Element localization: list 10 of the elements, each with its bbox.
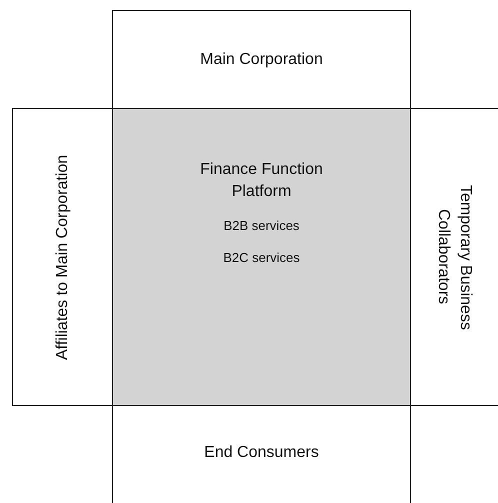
heading-text: Finance Function Platform: [199, 160, 324, 202]
service-text: B2C services: [223, 249, 300, 267]
stakeholder-box: [410, 108, 498, 406]
platform-box: [112, 108, 411, 406]
stakeholder-box: [112, 405, 411, 503]
stakeholder-label: Temporary Business Collaborators: [434, 184, 475, 332]
service-text: B2B services: [224, 217, 300, 235]
stakeholder-label: Main Corporation: [200, 50, 323, 70]
stakeholder-label: Affiliates to Main Corporation: [52, 153, 72, 362]
stakeholder-label: End Consumers: [204, 443, 319, 463]
